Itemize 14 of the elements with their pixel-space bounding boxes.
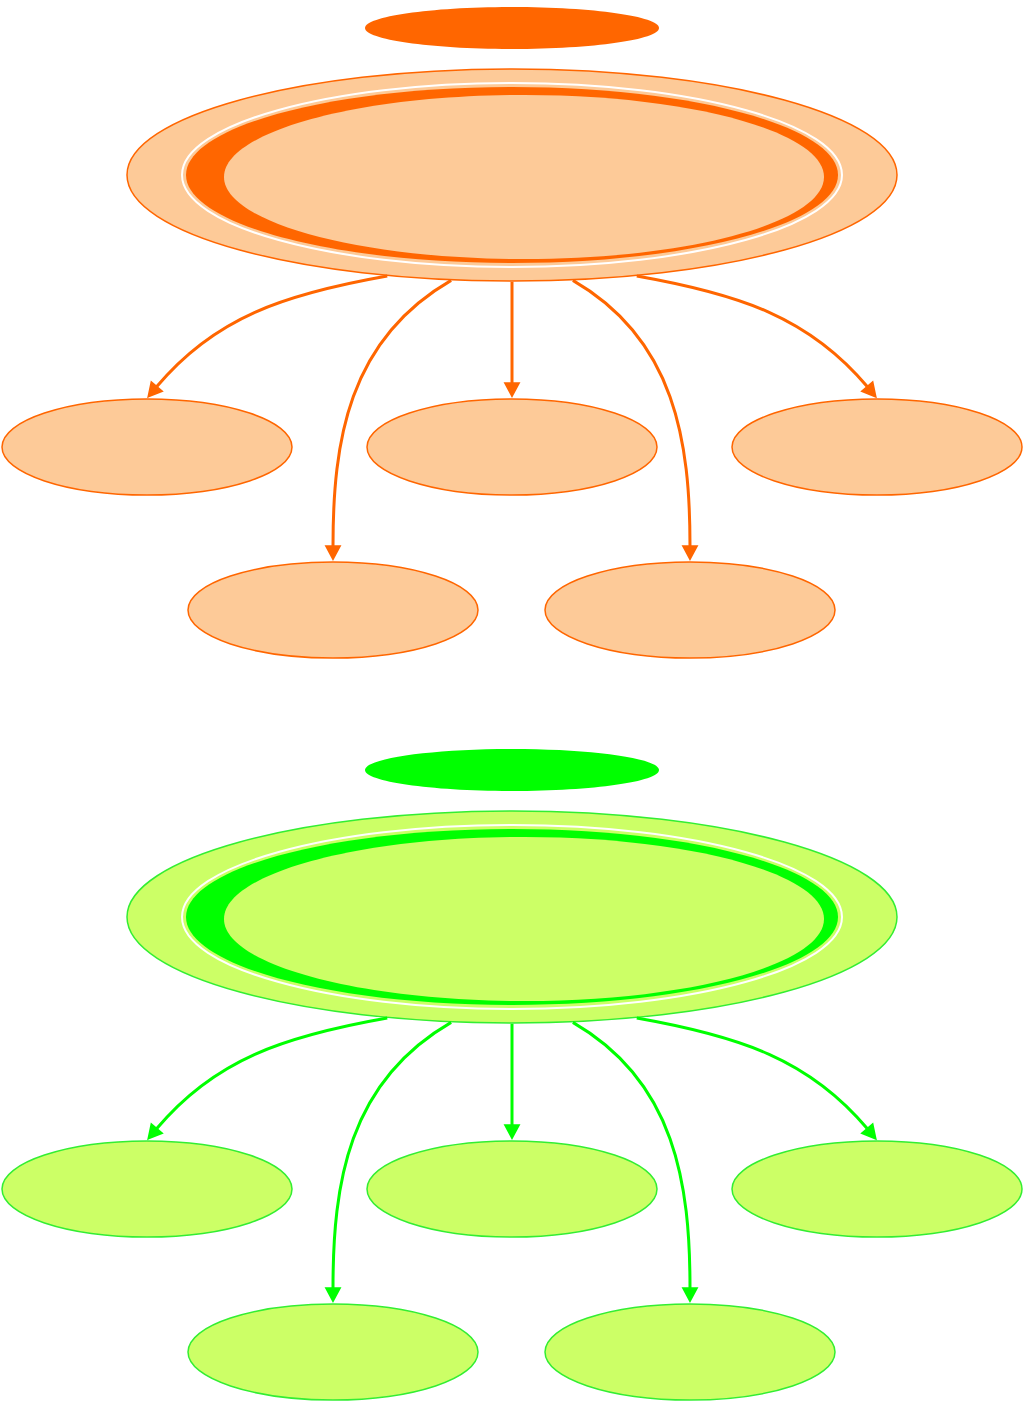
child-ellipse xyxy=(187,1303,479,1401)
child-ellipse xyxy=(1,398,293,496)
main-ellipse xyxy=(126,68,898,282)
header-ellipse xyxy=(365,749,659,791)
child-ellipse xyxy=(366,1140,658,1238)
child-ellipse xyxy=(544,561,836,659)
child-ellipse xyxy=(544,1303,836,1401)
child-ellipse xyxy=(1,1140,293,1238)
child-ellipse xyxy=(731,1140,1023,1238)
header-ellipse xyxy=(365,7,659,49)
main-ellipse xyxy=(126,810,898,1024)
child-ellipse xyxy=(731,398,1023,496)
child-ellipse xyxy=(187,561,479,659)
child-ellipse xyxy=(366,398,658,496)
